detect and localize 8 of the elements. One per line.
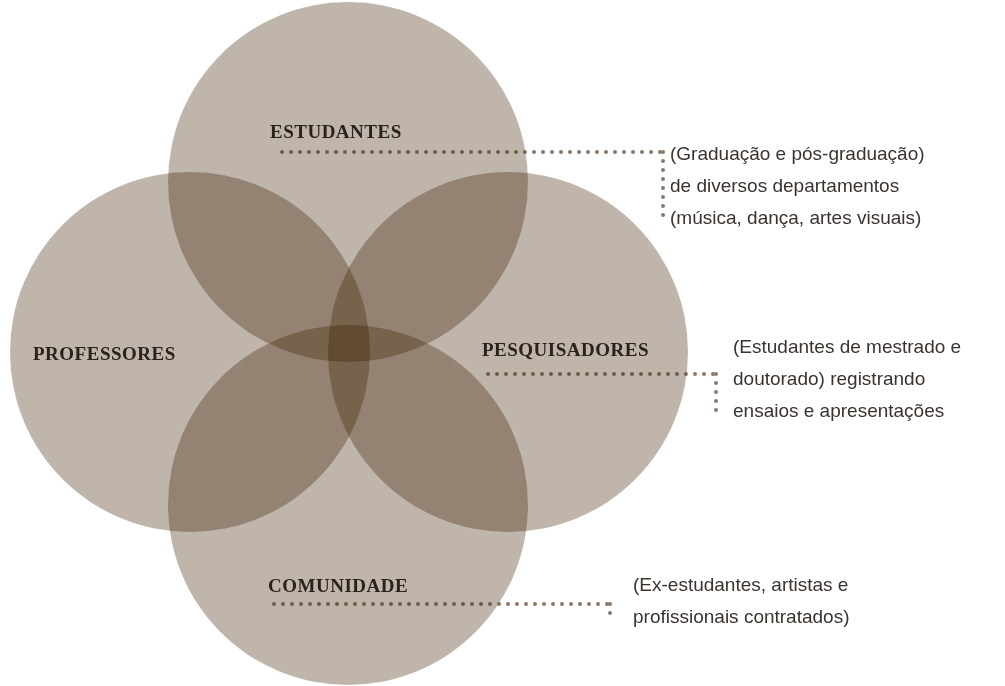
circle-label: PESQUISADORES bbox=[482, 338, 649, 362]
leader-line bbox=[483, 372, 715, 376]
description-text: (Graduação e pós-graduação) de diversos departamentos (música, dança, artes visuais) bbox=[670, 142, 926, 230]
description-text: (Ex-estudantes, artistas e profissionais contratados) bbox=[633, 573, 851, 629]
circle-label: PROFESSORES bbox=[33, 342, 176, 366]
description-text: (Estudantes de mestrado e doutorado) registrando ensaios e apresentações bbox=[733, 335, 963, 423]
circle-label: COMUNIDADE bbox=[268, 574, 409, 598]
circle-label: ESTUDANTES bbox=[270, 120, 402, 144]
